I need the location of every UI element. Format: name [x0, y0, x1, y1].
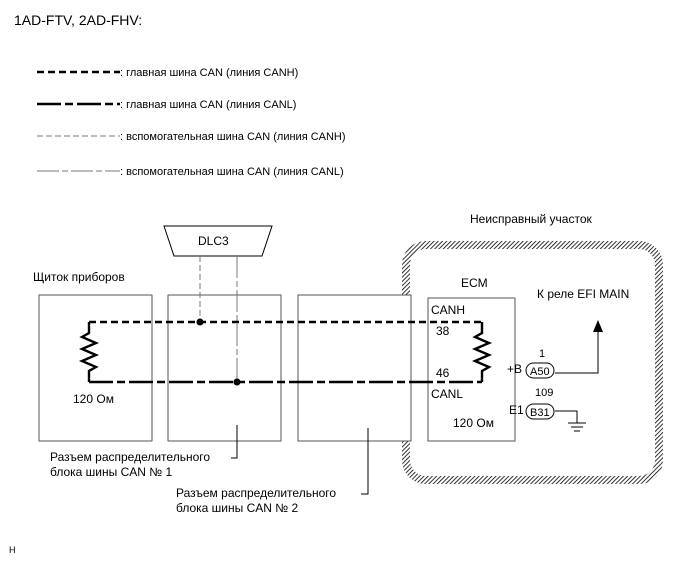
legend-label-sub-canh: : вспомогательная шина CAN (линия CANH) [120, 131, 346, 143]
ground-symbol [555, 410, 586, 432]
b31-terminal [525, 403, 555, 420]
efi-main-arrow [555, 320, 603, 374]
plus-b-label: +B [507, 362, 522, 376]
faulty-area-label: Неисправный участок [470, 212, 593, 226]
junction-connector-1-box [167, 294, 282, 442]
junction1-label-line1: Разъем распределительного [50, 450, 210, 464]
pin-1-label: 1 [539, 348, 545, 360]
right-resistor-value: 120 Ом [453, 416, 494, 430]
junction-connector-2-box [297, 294, 412, 442]
dlc3-label: DLC3 [198, 234, 229, 248]
a50-terminal [525, 362, 555, 379]
a50-label: A50 [530, 366, 550, 378]
ecm-box [427, 297, 516, 442]
pin-46-label: 46 [436, 366, 450, 380]
dlc3-connector: DLC3 [163, 225, 273, 257]
b31-label: B31 [530, 407, 550, 419]
canl-splice-dot [233, 378, 241, 386]
legend: : главная шина CAN (линия CANH) : главна… [37, 67, 346, 178]
legend-label-sub-canl: : вспомогательная шина CAN (линия CANL) [120, 166, 344, 178]
right-terminating-resistor [471, 322, 493, 382]
e1-label: E1 [509, 403, 524, 417]
junction2-label-line1: Разъем распределительного [176, 486, 336, 500]
left-terminating-resistor [78, 322, 100, 382]
junction1-label-line2: блока шины CAN № 1 [50, 465, 172, 479]
canh-splice-dot [196, 318, 204, 326]
pin-38-label: 38 [436, 324, 450, 338]
instrument-panel-label: Щиток приборов [33, 270, 125, 284]
junction1-leader [231, 425, 238, 459]
ecm-label: ECM [461, 276, 488, 290]
canl-label: CANL [431, 387, 463, 401]
junction2-label-line2: блока шины CAN № 2 [176, 501, 298, 515]
junction2-leader [361, 428, 369, 495]
legend-label-main-canh: : главная шина CAN (линия CANH) [120, 67, 298, 79]
legend-label-main-canl: : главная шина CAN (линия CANL) [120, 99, 296, 111]
efi-main-label: К реле EFI MAIN [537, 287, 629, 301]
pin-109-label: 109 [535, 387, 553, 399]
footer-code: H [9, 545, 16, 555]
left-resistor-value: 120 Ом [73, 392, 114, 406]
diagram-heading: 1AD-FTV, 2AD-FHV: [14, 12, 142, 28]
canh-label: CANH [431, 303, 465, 317]
